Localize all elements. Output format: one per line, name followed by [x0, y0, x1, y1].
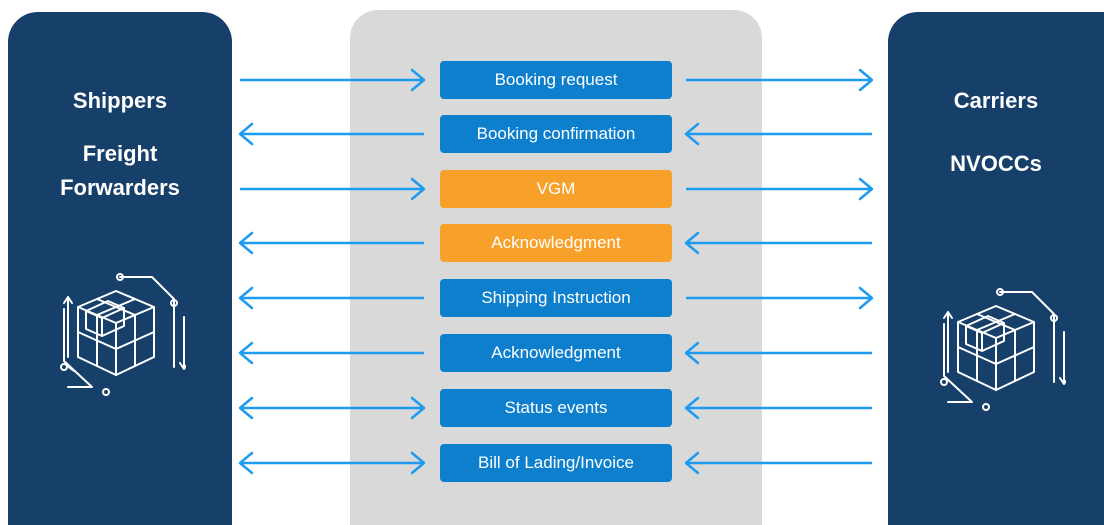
arrowhead-left-icon	[238, 231, 254, 255]
arrowhead-left-icon	[238, 341, 254, 365]
shippers-panel: Shippers Freight Forwarders	[8, 12, 232, 525]
arrowhead-right-icon	[410, 68, 426, 92]
arrowhead-left-icon	[238, 286, 254, 310]
arrowhead-right-icon	[410, 451, 426, 475]
message-acknowledgment-vgm: Acknowledgment	[440, 224, 672, 262]
arrowhead-right-icon	[410, 177, 426, 201]
message-booking-confirmation: Booking confirmation	[440, 115, 672, 153]
message-vgm: VGM	[440, 170, 672, 208]
message-shipping-instruction: Shipping Instruction	[440, 279, 672, 317]
arrowhead-left-icon	[238, 122, 254, 146]
arrowhead-left-icon	[684, 122, 700, 146]
message-bill-of-lading-invoice: Bill of Lading/Invoice	[440, 444, 672, 482]
package-cube-icon	[60, 273, 186, 396]
arrowhead-left-icon	[684, 341, 700, 365]
message-booking-request: Booking request	[440, 61, 672, 99]
arrowhead-left-icon	[684, 231, 700, 255]
package-cube-icon	[940, 288, 1066, 411]
arrowhead-left-icon	[238, 451, 254, 475]
arrowhead-right-icon	[410, 396, 426, 420]
panel-label-shippers: Shippers	[72, 88, 168, 113]
message-acknowledgment-si: Acknowledgment	[440, 334, 672, 372]
panel-label-nvoccs: NVOCCs	[950, 151, 1042, 176]
arrowhead-right-icon	[858, 177, 874, 201]
arrowhead-left-icon	[684, 396, 700, 420]
message-status-events: Status events	[440, 389, 672, 427]
arrowhead-right-icon	[858, 286, 874, 310]
panel-label-carriers: Carriers	[953, 88, 1039, 113]
arrowhead-left-icon	[684, 451, 700, 475]
carriers-panel: Carriers NVOCCs	[888, 12, 1104, 525]
panel-label-forwarders: Forwarders	[60, 175, 180, 200]
panel-label-freight: Freight	[82, 141, 158, 166]
arrowhead-right-icon	[858, 68, 874, 92]
arrowhead-left-icon	[238, 396, 254, 420]
